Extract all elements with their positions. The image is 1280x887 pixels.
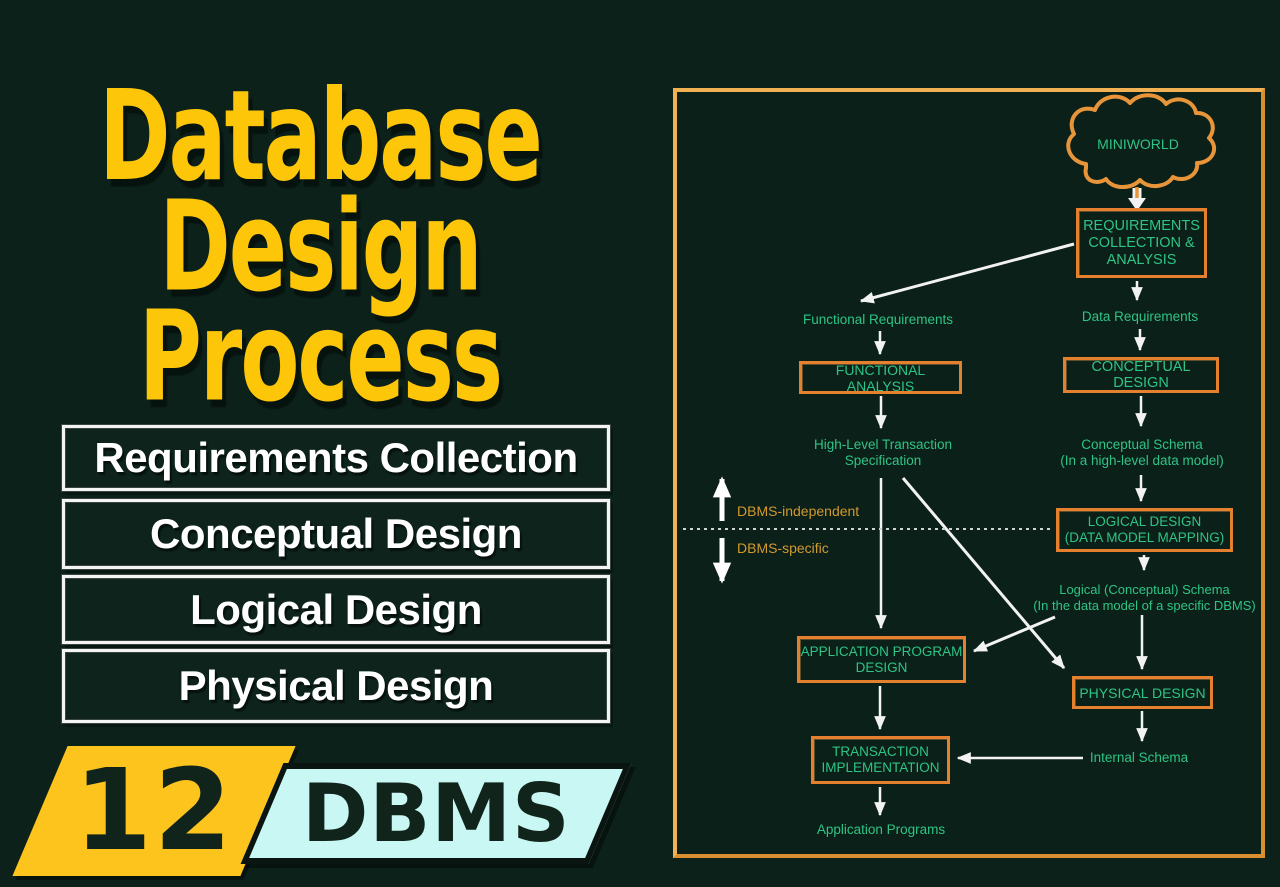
label-data-requirements: Data Requirements xyxy=(1081,309,1199,324)
title-line-3: Process xyxy=(138,285,503,430)
node-label: REQUIREMENTS COLLECTION & ANALYSIS xyxy=(1083,217,1200,268)
label-application-programs: Application Programs xyxy=(816,822,946,837)
node-label: FUNCTIONAL ANALYSIS xyxy=(835,361,926,394)
label-conceptual-schema: Conceptual Schema (In a high-level data … xyxy=(1060,437,1224,468)
step-logical-design: Logical Design xyxy=(62,575,610,644)
step-label: Logical Design xyxy=(190,585,482,633)
node-label: PHYSICAL DESIGN xyxy=(1079,684,1206,701)
node-label: CONCEPTUAL DESIGN xyxy=(1091,359,1191,391)
node-conceptual-design: CONCEPTUAL DESIGN xyxy=(1063,357,1219,393)
label-high-level-transaction-specification: High-Level Transaction Specification xyxy=(813,437,953,468)
title-line-2: Design xyxy=(159,174,482,320)
node-physical-design: PHYSICAL DESIGN xyxy=(1072,676,1213,709)
series-name: DBMS xyxy=(301,767,571,860)
label-logical-schema: Logical (Conceptual) Schema (In the data… xyxy=(1033,582,1256,613)
node-application-program-design: APPLICATION PROGRAM DESIGN xyxy=(797,636,966,683)
step-label: Requirements Collection xyxy=(94,434,578,481)
node-label: TRANSACTION IMPLEMENTATION xyxy=(821,744,940,775)
page-title: Database Design Process xyxy=(8,64,632,430)
node-requirements-collection-analysis: REQUIREMENTS COLLECTION & ANALYSIS xyxy=(1076,208,1207,278)
node-functional-analysis: FUNCTIONAL ANALYSIS xyxy=(799,361,962,394)
node-label: LOGICAL DESIGN (DATA MODEL MAPPING) xyxy=(1064,514,1225,545)
label-internal-schema: Internal Schema xyxy=(1089,750,1189,765)
title-line-1: Database xyxy=(99,64,543,210)
series-badge: DBMS xyxy=(240,763,632,864)
step-label: Conceptual Design xyxy=(150,510,522,557)
label-dbms-independent: DBMS-independent xyxy=(737,503,860,519)
step-label: Physical Design xyxy=(178,662,494,709)
step-conceptual-design: Conceptual Design xyxy=(62,499,610,569)
node-logical-design: LOGICAL DESIGN (DATA MODEL MAPPING) xyxy=(1056,508,1233,552)
miniworld-label: MINIWORLD xyxy=(1097,136,1179,152)
node-transaction-implementation: TRANSACTION IMPLEMENTATION xyxy=(811,736,950,784)
diagram-frame xyxy=(673,88,1265,858)
label-dbms-specific: DBMS-specific xyxy=(737,540,829,556)
episode-number: 12 xyxy=(74,746,234,876)
label-functional-requirements: Functional Requirements xyxy=(802,312,954,327)
step-requirements-collection: Requirements Collection xyxy=(62,425,610,491)
node-label: APPLICATION PROGRAM DESIGN xyxy=(800,643,963,675)
step-physical-design: Physical Design xyxy=(62,649,610,723)
